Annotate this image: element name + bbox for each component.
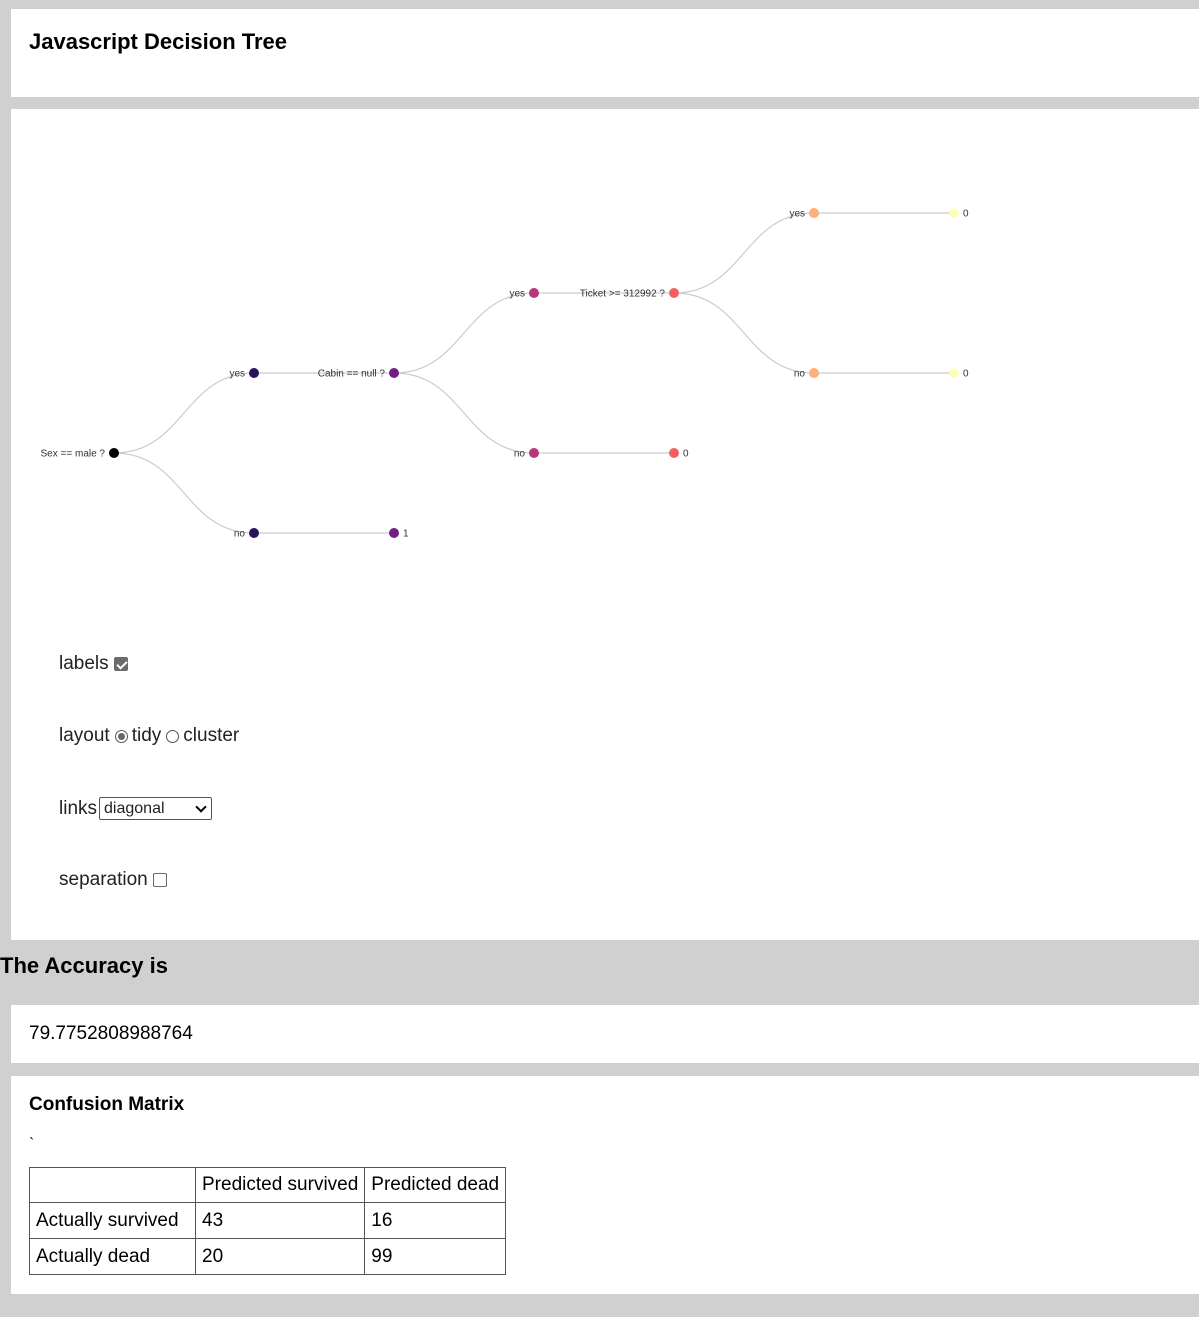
tree-node[interactable]: Cabin == null ?: [318, 368, 399, 380]
tree-node-dot[interactable]: [109, 448, 119, 458]
tree-nodes: Sex == male ? yes no Cabin == null ? 1 yes no T…: [41, 208, 969, 540]
tree-node-dot[interactable]: [669, 448, 679, 458]
tree-node[interactable]: no: [794, 368, 819, 380]
header-card: Javascript Decision Tree: [11, 9, 1199, 97]
tree-links: [113, 212, 954, 534]
tree-card: Sex == male ? yes no Cabin == null ? 1 yes no T…: [11, 109, 1199, 940]
table-header-cell: Predicted survived: [194, 1167, 366, 1203]
separation-checkbox[interactable]: [152, 873, 167, 887]
tree-link: [673, 212, 815, 294]
tree-node[interactable]: 1: [389, 528, 409, 540]
links-control: links diagonal: [59, 797, 213, 820]
tree-node-label: no: [234, 529, 246, 540]
accuracy-heading: The Accuracy is: [0, 953, 168, 978]
table-cell: 43: [194, 1202, 366, 1239]
tree-node-dot[interactable]: [809, 368, 819, 378]
tree-node-dot[interactable]: [529, 288, 539, 298]
tree-node[interactable]: no: [514, 448, 539, 460]
tree-node-label: 0: [963, 209, 969, 220]
tree-node[interactable]: yes: [229, 368, 259, 380]
tree-link: [673, 292, 815, 374]
tree-node[interactable]: yes: [509, 288, 539, 300]
table-header-cell: [29, 1167, 196, 1203]
tree-node-dot[interactable]: [389, 528, 399, 538]
tree-node-dot[interactable]: [249, 528, 259, 538]
tree-node-dot[interactable]: [949, 208, 959, 218]
tree-node[interactable]: Ticket >= 312992 ?: [580, 288, 679, 300]
tree-node-label: no: [514, 449, 526, 460]
separation-label: separation: [59, 869, 148, 890]
layout-cluster-label[interactable]: cluster: [183, 725, 240, 746]
table-row: Actually dead 20 99: [29, 1238, 507, 1275]
layout-tidy-radio[interactable]: [114, 729, 128, 743]
table-row: Actually survived 43 16: [29, 1202, 507, 1239]
confusion-matrix-card: Confusion Matrix ` Predicted survived Pr…: [11, 1076, 1199, 1294]
tree-node-label: yes: [509, 289, 525, 300]
separation-control: separation: [59, 869, 167, 891]
confusion-matrix-title: Confusion Matrix: [29, 1094, 185, 1115]
tree-node-label: Ticket >= 312992 ?: [580, 289, 666, 300]
accuracy-card: 79.7752808988764: [11, 1005, 1199, 1063]
table-cell: 16: [364, 1202, 507, 1239]
table-header-cell: Predicted dead: [364, 1167, 507, 1203]
layout-tidy-label[interactable]: tidy: [131, 725, 162, 746]
tree-node-label: yes: [229, 369, 245, 380]
tree-node[interactable]: Sex == male ?: [41, 448, 119, 460]
tree-link: [393, 292, 535, 374]
tree-node[interactable]: 0: [949, 208, 969, 220]
links-label: links: [59, 797, 98, 819]
layout-control: layout tidy cluster: [59, 725, 239, 747]
tree-node-label: 0: [963, 369, 969, 380]
labels-control: labels: [59, 653, 128, 675]
tree-node-label: Sex == male ?: [41, 449, 106, 460]
accuracy-value: 79.7752808988764: [29, 1023, 193, 1044]
confusion-matrix-table: Predicted survived Predicted dead Actual…: [29, 1167, 507, 1275]
tree-node-label: yes: [789, 209, 805, 220]
decision-tree: Sex == male ? yes no Cabin == null ? 1 yes no T…: [41, 208, 969, 540]
table-cell: 20: [194, 1238, 366, 1275]
tree-node-dot[interactable]: [669, 288, 679, 298]
tree-node-dot[interactable]: [529, 448, 539, 458]
tree-node[interactable]: yes: [789, 208, 819, 220]
table-cell: 99: [364, 1238, 507, 1275]
tree-node-label: no: [794, 369, 806, 380]
table-header-row: Predicted survived Predicted dead: [29, 1167, 507, 1203]
tree-link: [113, 372, 255, 454]
tree-node[interactable]: 0: [669, 448, 689, 460]
tree-node[interactable]: no: [234, 528, 259, 540]
layout-label: layout: [59, 725, 110, 746]
labels-checkbox[interactable]: [113, 657, 128, 671]
tree-node-label: 0: [683, 449, 689, 460]
labels-label: labels: [59, 653, 109, 674]
layout-cluster-radio[interactable]: [166, 729, 180, 743]
tree-node-dot[interactable]: [389, 368, 399, 378]
links-select[interactable]: diagonal: [99, 797, 213, 820]
tree-node[interactable]: 0: [949, 368, 969, 380]
stray-backtick: `: [29, 1136, 35, 1153]
tree-node-dot[interactable]: [949, 368, 959, 378]
tree-link: [393, 372, 535, 454]
links-select-value: diagonal: [104, 799, 165, 817]
table-cell: Actually survived: [29, 1202, 196, 1239]
tree-node-dot[interactable]: [249, 368, 259, 378]
tree-node-label: Cabin == null ?: [318, 369, 386, 380]
chevron-down-icon: [195, 800, 207, 813]
tree-node-label: 1: [403, 529, 409, 540]
page-title: Javascript Decision Tree: [29, 29, 288, 54]
tree-node-dot[interactable]: [809, 208, 819, 218]
table-cell: Actually dead: [29, 1238, 196, 1275]
tree-link: [113, 452, 255, 534]
